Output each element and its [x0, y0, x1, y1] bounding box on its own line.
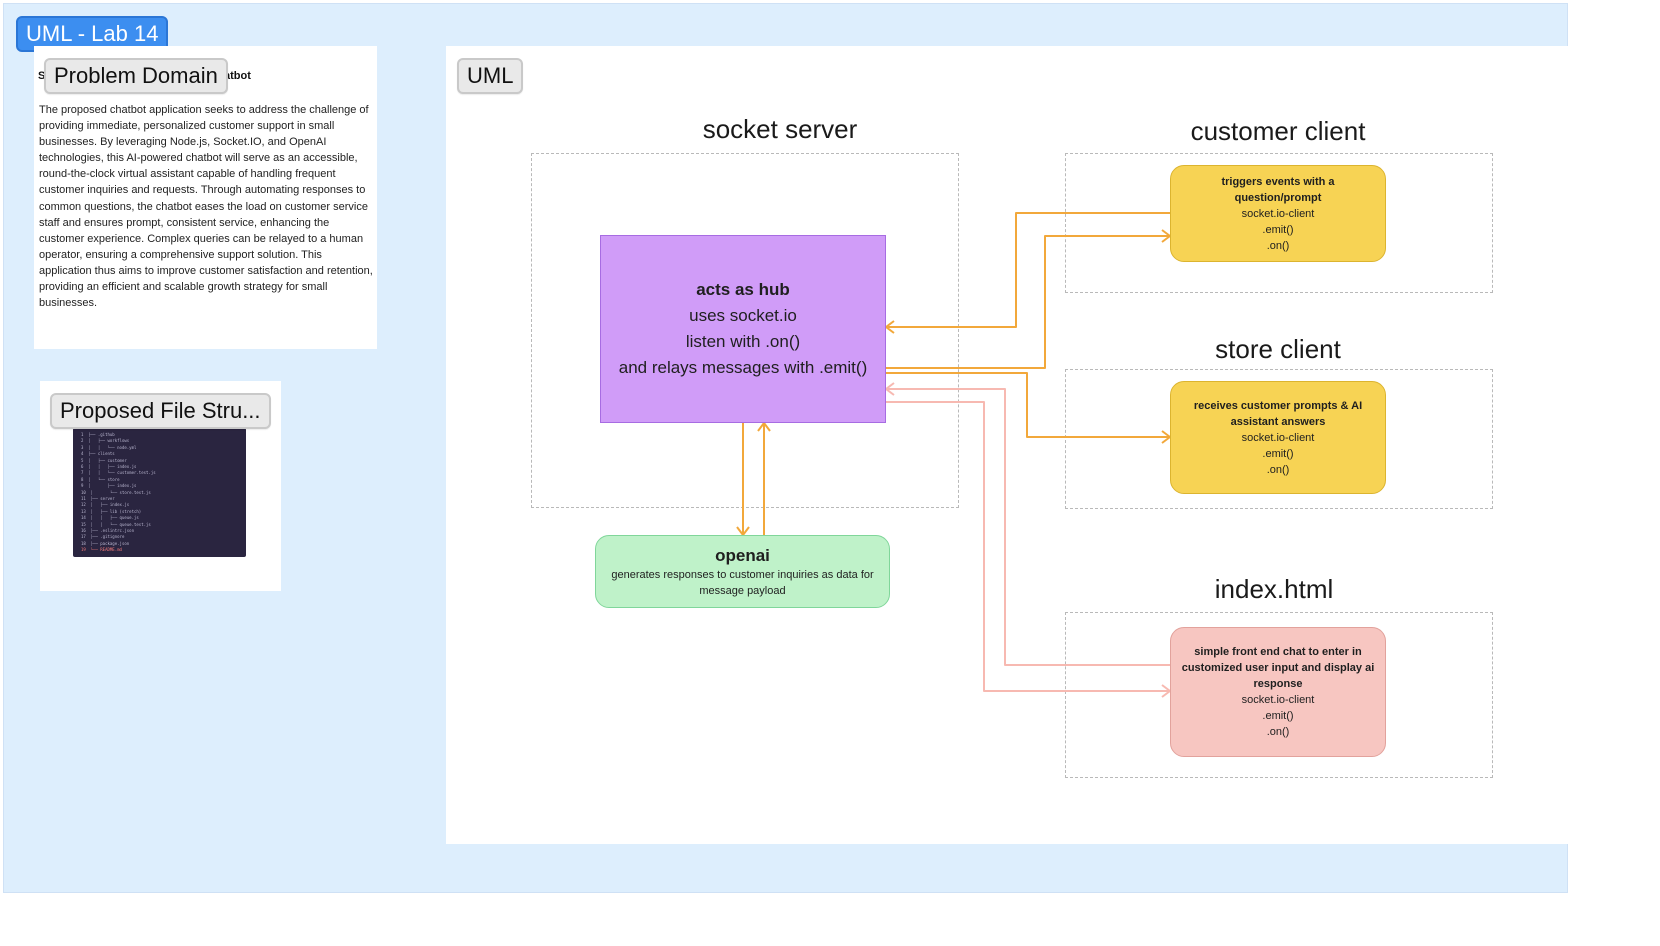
wire-index-to-hub	[886, 388, 1170, 666]
wire-customer-to-hub	[886, 212, 1170, 328]
problem-domain-text: The proposed chatbot application seeks t…	[39, 104, 373, 310]
socket-server-container	[531, 153, 959, 508]
file-tree-line: 18 ├── package.json	[81, 540, 130, 546]
openai-title: openai	[715, 545, 770, 565]
file-tree-line: 12 │ ├── index.js	[81, 502, 130, 508]
file-tree-line: 19 └── README.md	[81, 547, 122, 553]
file-tree-line: 16 ├── .eslintrc.json	[81, 528, 134, 533]
index-node-line-3: .on()	[1266, 726, 1290, 738]
store-client-container	[1065, 369, 1493, 509]
store-node-line-2: .emit()	[1262, 447, 1294, 460]
customer-node-line-3: .on()	[1266, 239, 1290, 252]
file-tree-line: 14 │ │ ├── queue.js	[81, 515, 139, 521]
lane-label-socket-server: socket server	[702, 114, 858, 144]
file-tree-line: 10 │ └── store.test.js	[81, 489, 151, 495]
file-tree-line: 1 ├── .github	[81, 432, 115, 437]
file-tree-line: 2 │ ├── workflows	[81, 438, 130, 444]
index-node-line-1: socket.io-client	[1241, 694, 1315, 706]
doc-title-start: S	[38, 70, 46, 82]
file-tree-line: 5 │ ├── customer	[81, 457, 127, 463]
customer-node-title: triggers events with a question/prompt	[1221, 175, 1335, 204]
lane-label-index-html: index.html	[1214, 574, 1334, 604]
hub-title: acts as hub	[696, 280, 790, 299]
customer-node-line-1: socket.io-client	[1241, 207, 1315, 220]
store-node-line-3: .on()	[1266, 463, 1290, 476]
file-tree-line: 8 │ └── store	[81, 476, 120, 482]
hub-line-1: uses socket.io	[689, 306, 797, 325]
store-client-node[interactable]: receives customer prompts & AI assistant…	[1170, 381, 1386, 494]
openai-description: generates responses to customer inquirie…	[611, 568, 874, 597]
hub-line-2: listen with .on()	[685, 332, 801, 351]
file-tree-line: 17 ├── .gitignore	[81, 534, 125, 540]
index-html-node[interactable]: simple front end chat to enter in custom…	[1170, 627, 1386, 757]
file-tree-line: 3 │ │ └── node.yml	[81, 444, 137, 450]
arrowhead-hub-bottom-in	[757, 422, 771, 432]
lane-label-customer-client: customer client	[1190, 116, 1366, 146]
file-tree-line: 11 ├── server	[81, 496, 115, 501]
arrowhead-hub-in	[885, 320, 895, 334]
file-tree-line: 9 │ ├── index.js	[81, 483, 137, 489]
file-tree-line: 15 │ │ └── queue.test.js	[81, 521, 151, 527]
index-html-container	[1065, 612, 1493, 778]
wire-hub-to-customer	[886, 235, 1170, 369]
customer-client-node[interactable]: triggers events with a question/prompt s…	[1170, 165, 1386, 262]
store-node-title: receives customer prompts & AI assistant…	[1193, 399, 1363, 428]
problem-domain-tag[interactable]: Problem Domain	[44, 58, 228, 94]
uml-tag[interactable]: UML	[457, 58, 524, 94]
file-tree-line: 4 ├── clients	[81, 451, 115, 457]
openai-node[interactable]: openai generates responses to customer i…	[595, 535, 890, 608]
socket-server-hub-node[interactable]: acts as hub uses socket.io listen with .…	[600, 235, 886, 423]
file-tree-line: 7 │ │ └── customer.test.js	[81, 470, 156, 476]
customer-client-container	[1065, 153, 1493, 293]
file-structure-tag[interactable]: Proposed File Stru...	[50, 393, 271, 429]
store-node-line-1: socket.io-client	[1241, 431, 1315, 444]
doc-title-end: atbot	[224, 70, 251, 82]
wire-hub-to-index	[886, 401, 1170, 692]
wire-hub-to-store	[886, 372, 1170, 438]
customer-node-line-2: .emit()	[1262, 223, 1294, 236]
index-node-title: simple front end chat to enter in custom…	[1181, 646, 1375, 690]
hub-line-3: and relays messages with .emit()	[618, 358, 868, 377]
file-tree-line: 13 │ ├── lib (stretch)	[81, 508, 142, 514]
lane-label-store-client: store client	[1215, 334, 1341, 364]
problem-domain-card[interactable]	[34, 46, 377, 349]
file-tree-line: 6 │ │ ├── index.js	[81, 464, 137, 469]
arrowhead-hub-pink-in	[885, 382, 895, 396]
index-node-line-2: .emit()	[1262, 710, 1294, 722]
